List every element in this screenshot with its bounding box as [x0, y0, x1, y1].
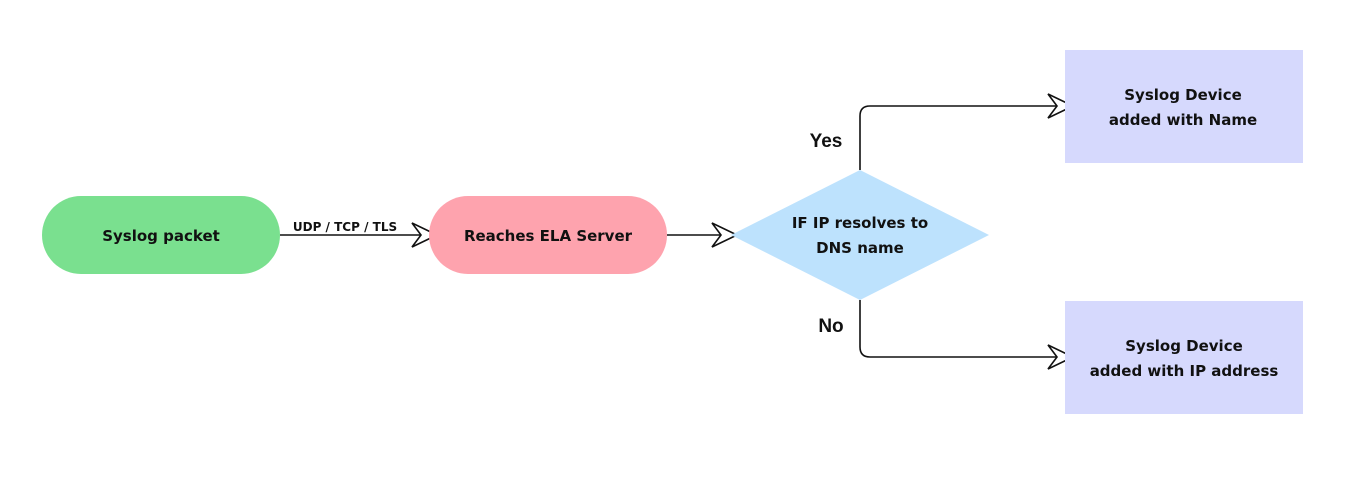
result-name-box: [1065, 50, 1303, 163]
protocol-edge-arrowhead: [411, 222, 439, 248]
decision-node: IF IP resolves to DNS name: [731, 170, 989, 300]
no-branch-line: [859, 300, 1060, 358]
ela-server-shape: [429, 196, 667, 274]
decision-label-line1: IF IP resolves to: [792, 214, 928, 232]
result-ip-node: Syslog Device added with IP address: [1065, 301, 1303, 414]
result-ip-box: [1065, 301, 1303, 414]
syslog-packet-node: Syslog packet: [42, 196, 280, 274]
result-ip-label-line1: Syslog Device: [1125, 337, 1243, 355]
ela-server-label: Reaches ELA Server: [464, 227, 633, 245]
yes-branch-edge: Yes: [810, 93, 1075, 170]
decision-label-line2: DNS name: [816, 239, 904, 257]
result-name-label-line1: Syslog Device: [1124, 86, 1242, 104]
no-branch-edge: No: [818, 300, 1075, 370]
yes-branch-line: [859, 105, 1060, 170]
yes-branch-arrowhead: [1047, 93, 1075, 119]
no-label: No: [818, 316, 843, 337]
server-to-decision-edge: [667, 222, 739, 248]
no-branch-arrowhead: [1047, 344, 1075, 370]
server-to-decision-arrowhead: [711, 222, 739, 248]
decision-diamond: [731, 170, 989, 300]
result-ip-label-line2: added with IP address: [1090, 362, 1279, 380]
result-name-label-line2: added with Name: [1109, 111, 1257, 129]
syslog-packet-shape: [42, 196, 280, 274]
yes-label: Yes: [810, 131, 843, 152]
syslog-packet-label: Syslog packet: [102, 227, 220, 245]
protocol-edge: UDP / TCP / TLS: [280, 220, 439, 248]
ela-server-node: Reaches ELA Server: [429, 196, 667, 274]
protocol-edge-label: UDP / TCP / TLS: [293, 220, 397, 234]
result-name-node: Syslog Device added with Name: [1065, 50, 1303, 163]
